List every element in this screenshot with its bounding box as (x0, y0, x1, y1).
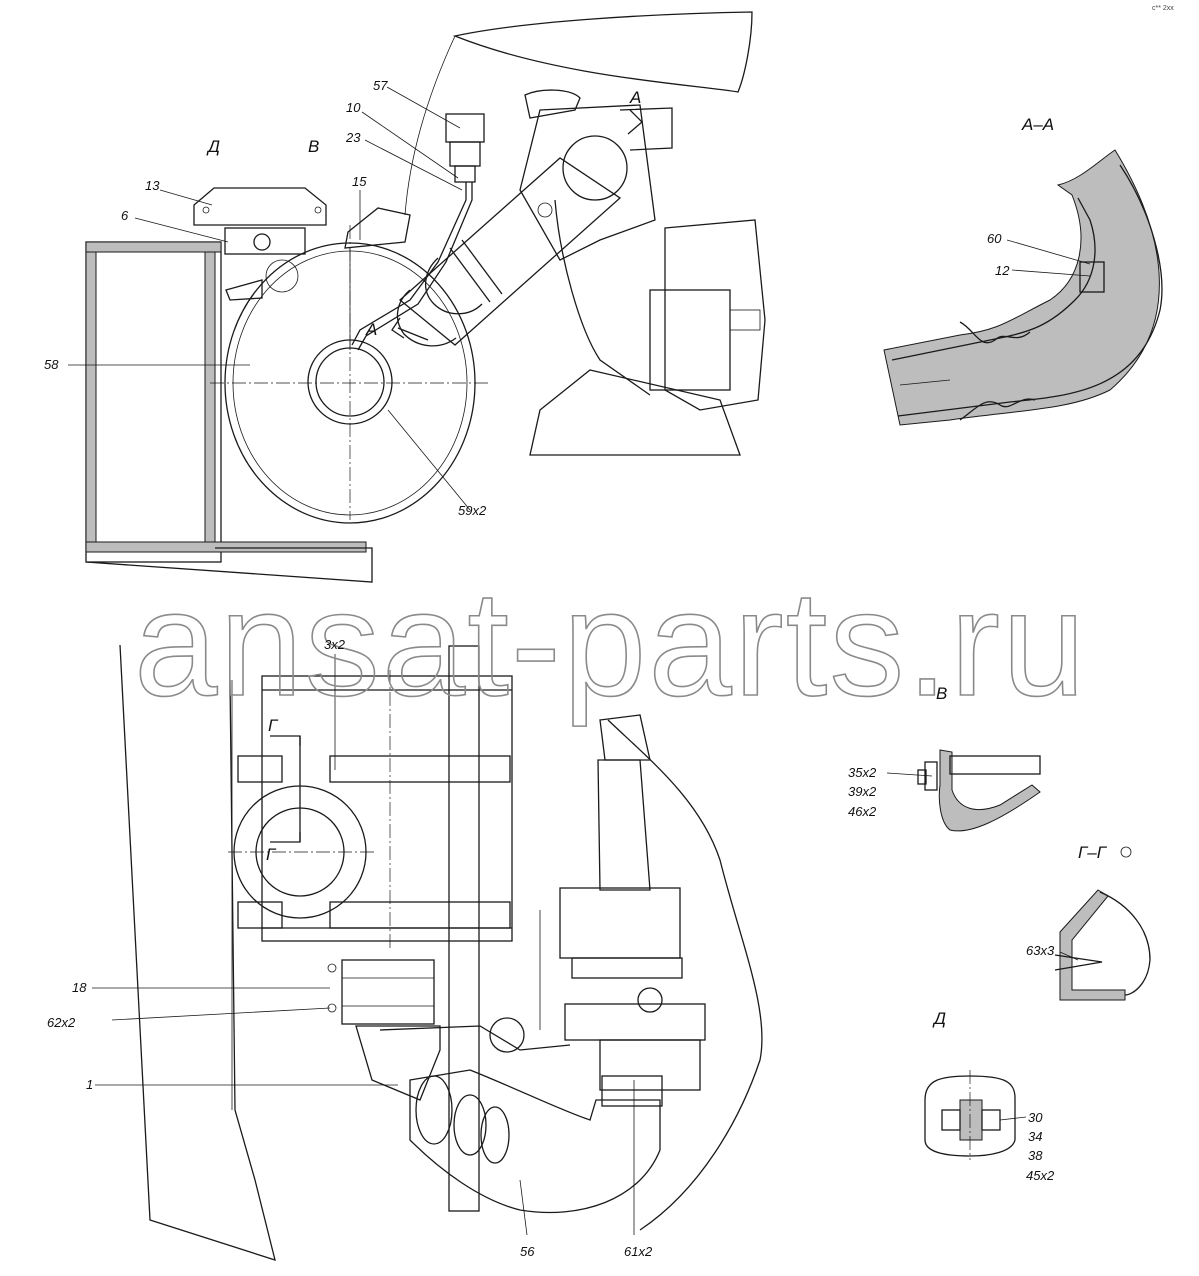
upper-assembly (85, 11, 766, 583)
callout-10: 10 (346, 100, 361, 115)
callout-30: 30 (1028, 1110, 1043, 1125)
leader-lines (68, 86, 1091, 1236)
callout-3x2: 3х2 (324, 637, 346, 652)
callout-23: 23 (345, 130, 361, 145)
view-v (917, 749, 1041, 832)
callout-58: 58 (44, 357, 59, 372)
callout-12: 12 (995, 263, 1010, 278)
view-title-g-g: Г–Г (1078, 843, 1108, 862)
lower-assembly (119, 644, 763, 1261)
callout-59x2: 59х2 (458, 503, 487, 518)
callout-15: 15 (352, 174, 367, 189)
view-g-g (1054, 846, 1151, 1001)
section-mark-d: Д (206, 137, 220, 156)
callout-56: 56 (520, 1244, 535, 1259)
callout-1: 1 (86, 1077, 93, 1092)
callout-61x2: 61х2 (624, 1244, 653, 1259)
callout-46x2: 46х2 (848, 804, 877, 819)
view-title-v: В (936, 684, 947, 703)
view-title-d: Д (932, 1009, 946, 1028)
view-title-a-a: А–А (1021, 115, 1054, 134)
callout-34: 34 (1028, 1129, 1042, 1144)
view-d (924, 1070, 1016, 1160)
section-mark-a-top: А (629, 88, 641, 107)
section-mark-g-bottom: Г (266, 845, 277, 864)
section-mark-a-lower: А (365, 320, 377, 339)
callout-18: 18 (72, 980, 87, 995)
callout-57: 57 (373, 78, 388, 93)
corner-mark: с** 2xх (1152, 5, 1174, 12)
callout-60: 60 (987, 231, 1002, 246)
callout-63x3: 63х3 (1026, 943, 1055, 958)
section-a-a (883, 149, 1163, 426)
callout-13: 13 (145, 178, 160, 193)
section-mark-g-top: Г (268, 716, 279, 735)
callout-45x2: 45х2 (1026, 1168, 1055, 1183)
section-mark-v: В (308, 137, 319, 156)
watermark: ansat-parts.ru (134, 559, 1087, 727)
callout-6: 6 (121, 208, 129, 223)
callout-62x2: 62х2 (47, 1015, 76, 1030)
callout-38: 38 (1028, 1148, 1043, 1163)
callout-39x2: 39х2 (848, 784, 877, 799)
callout-35x2: 35х2 (848, 765, 877, 780)
